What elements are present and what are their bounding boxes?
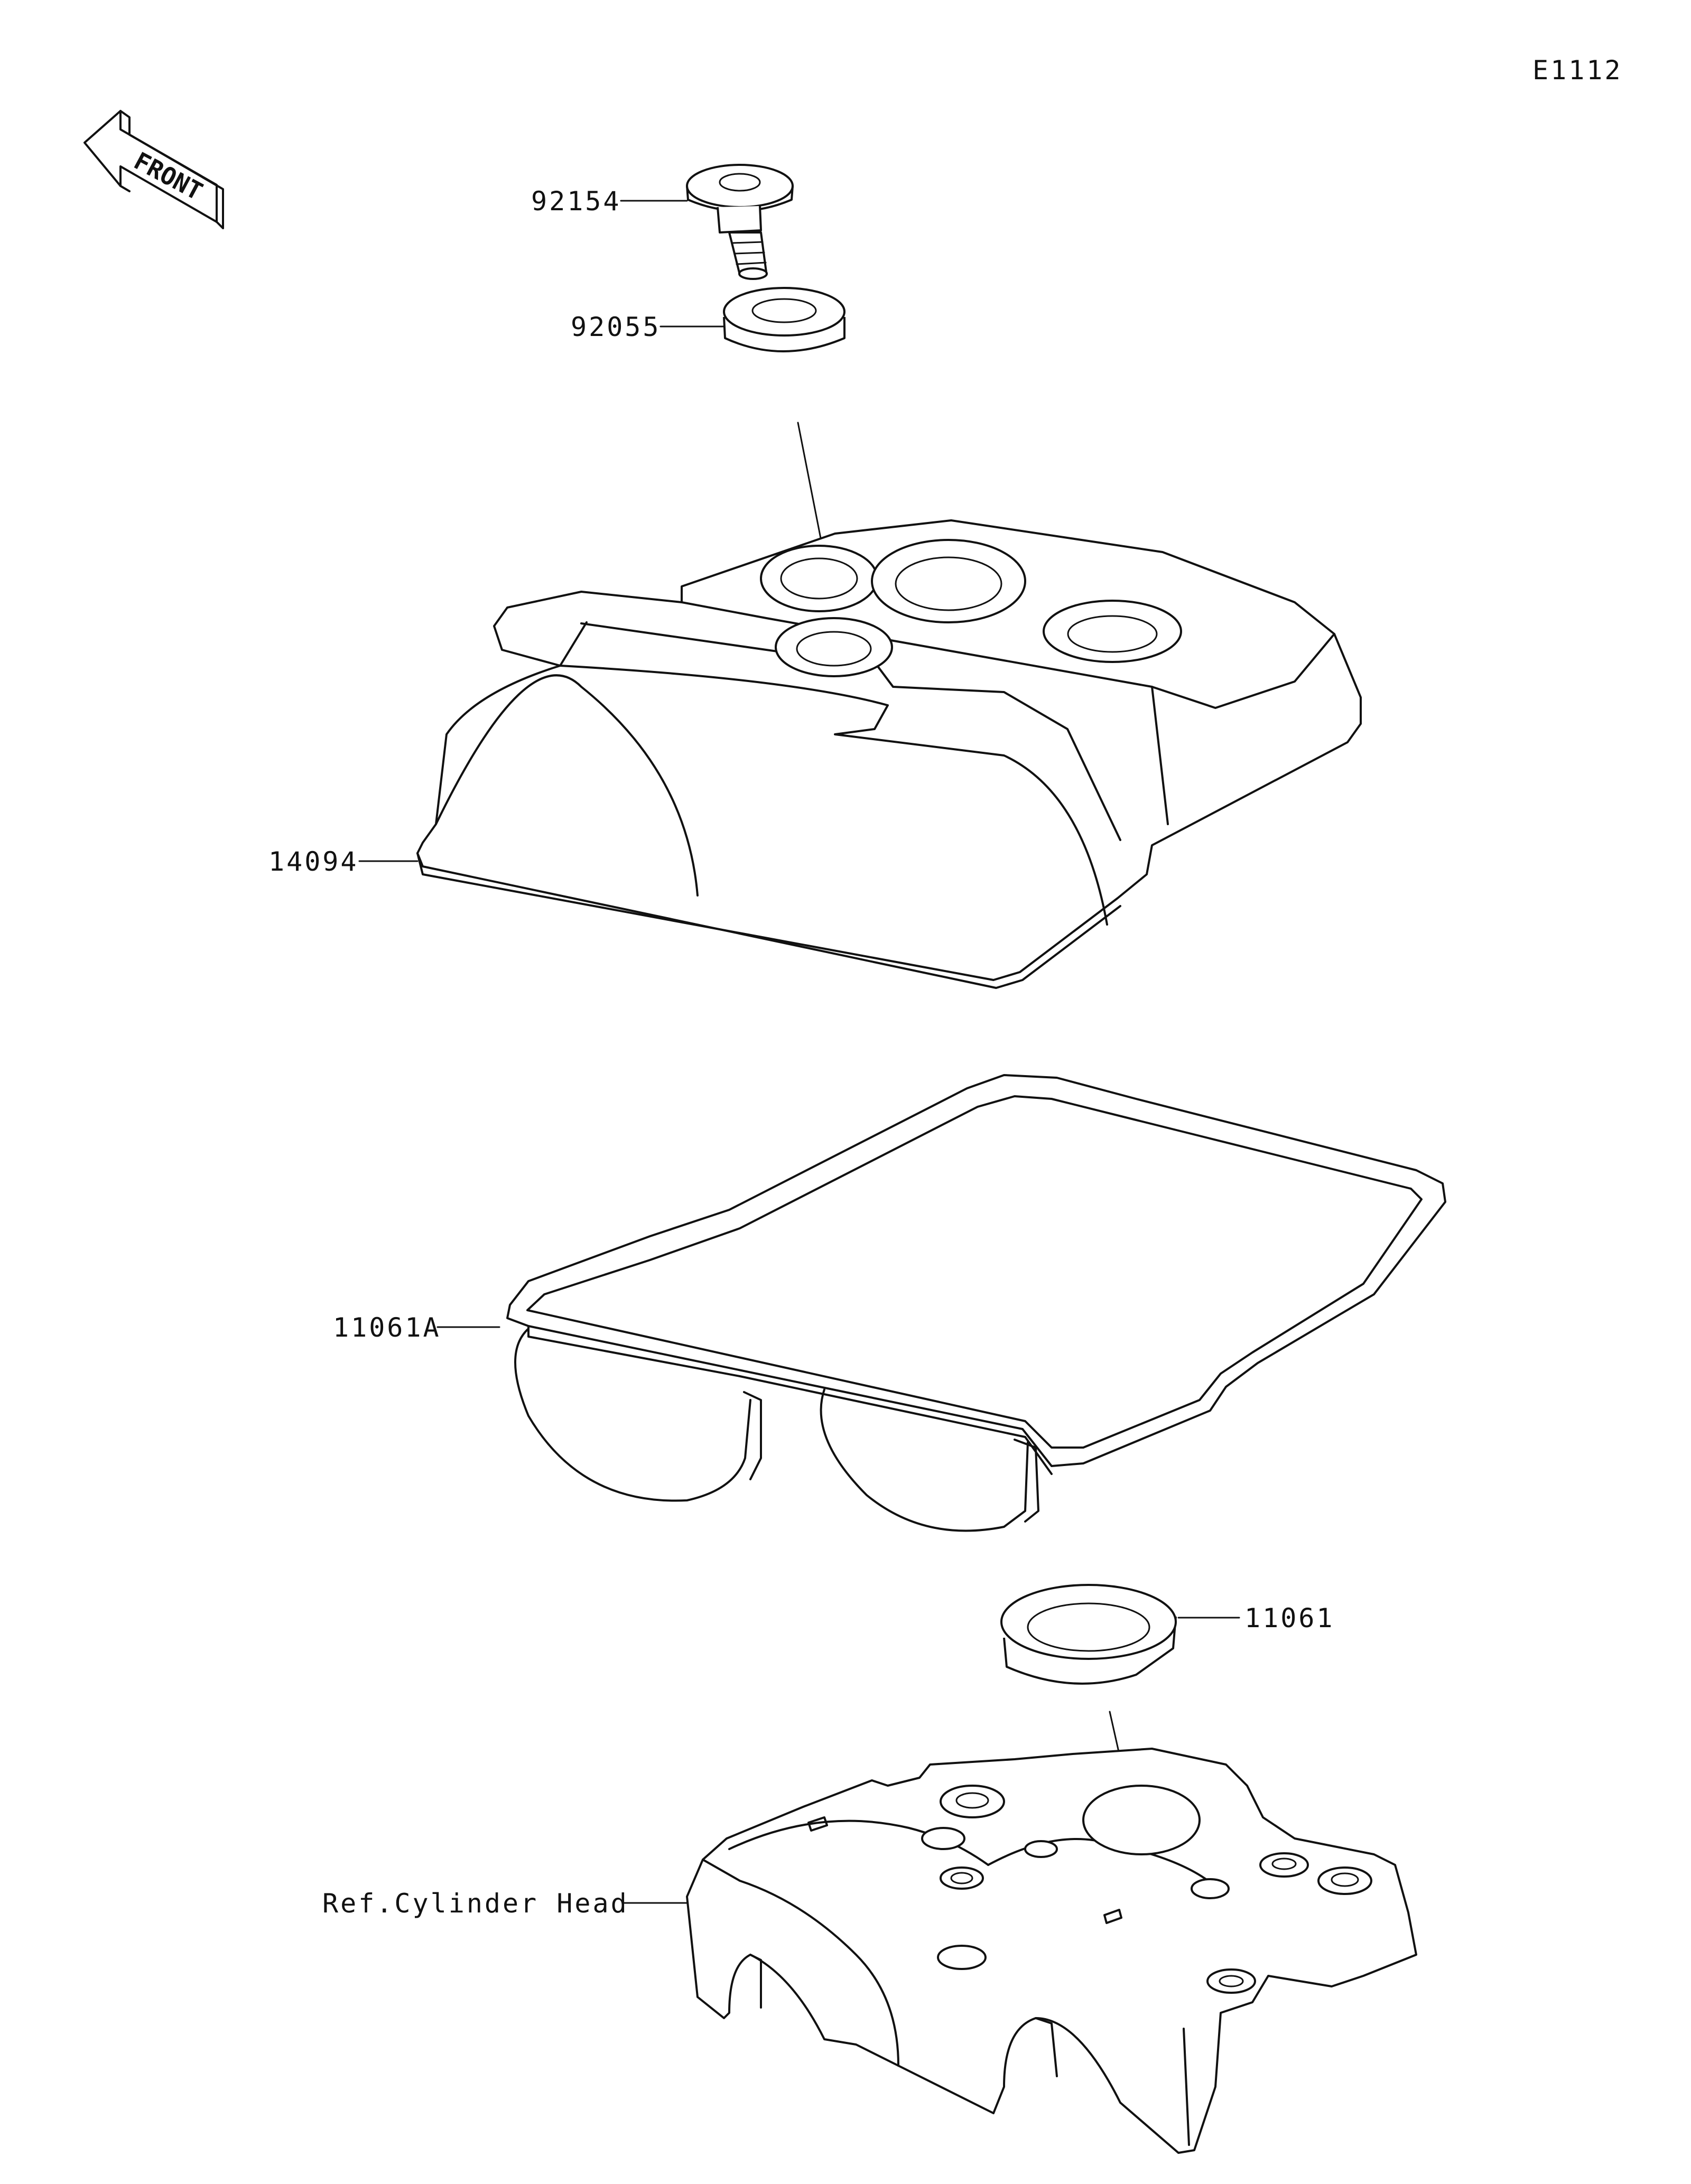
part-label-11061A: 11061A bbox=[333, 1312, 441, 1343]
part-label-92055: 92055 bbox=[571, 312, 661, 342]
part-label-14094: 14094 bbox=[268, 846, 359, 877]
front-arrow-text: FRONT bbox=[129, 146, 208, 206]
part-label-11061: 11061 bbox=[1244, 1603, 1335, 1634]
diagram-code: E1112 bbox=[1532, 55, 1623, 86]
cylinder-head-reference bbox=[686, 1748, 1417, 2154]
part-label-ref-cylinder-head: Ref.Cylinder Head bbox=[322, 1888, 629, 1919]
bolt-92154 bbox=[686, 164, 794, 280]
part-label-92154: 92154 bbox=[531, 186, 621, 217]
washer-92055 bbox=[723, 287, 846, 352]
gasket-11061A bbox=[506, 1074, 1446, 1532]
cylinder-head-cover-14094 bbox=[416, 519, 1362, 989]
seal-11061 bbox=[1000, 1584, 1177, 1685]
front-arrow-icon: FRONT bbox=[83, 110, 224, 229]
